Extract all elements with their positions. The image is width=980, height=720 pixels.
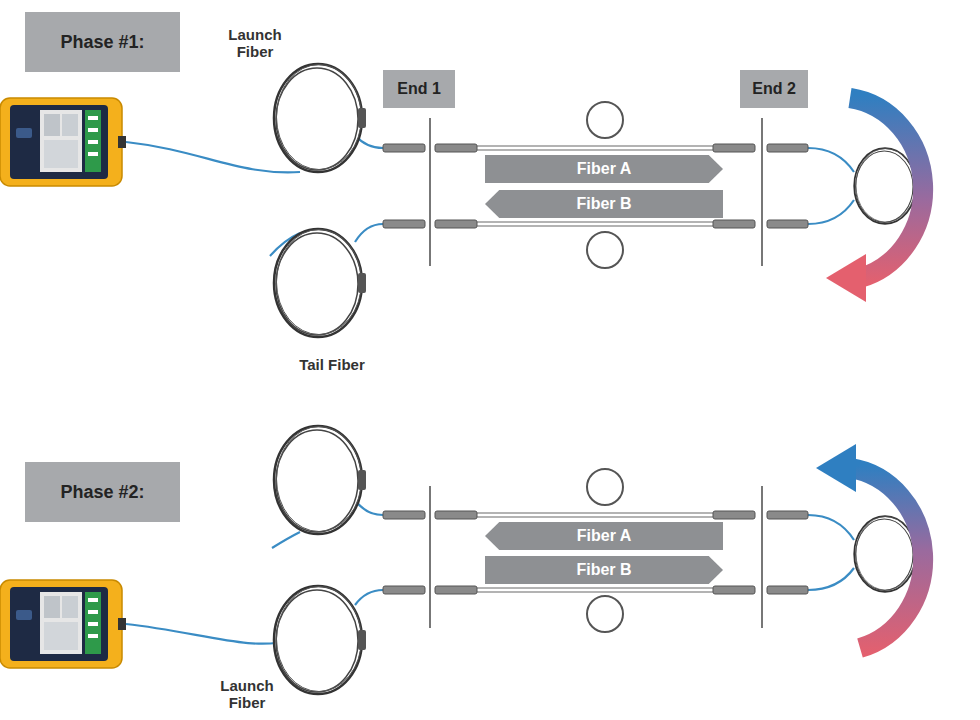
fiber-cable (808, 515, 854, 540)
patch-panel (587, 102, 623, 138)
patch-panel (383, 586, 425, 594)
arrow-outline (485, 190, 723, 218)
node-text: End 2 (752, 80, 796, 98)
launch-fiber-coil (274, 64, 366, 172)
fiber-cable (808, 200, 854, 224)
patch-panel (713, 586, 755, 594)
patch-panel (477, 149, 713, 151)
node-text: Phase #1: (60, 32, 144, 53)
patch-panel (383, 511, 425, 519)
fiber-label: Launch Fiber (214, 677, 280, 712)
fiber-arrow: Fiber A (485, 155, 723, 183)
patch-panel (435, 144, 477, 152)
patch-panel (767, 586, 808, 594)
patch-panel (477, 516, 713, 518)
end-box: End 2 (740, 70, 808, 108)
patch-panel (587, 232, 623, 268)
node-text: Fiber B (576, 195, 631, 213)
node-text: Phase #2: (60, 482, 144, 503)
fiber-label: Launch Fiber (222, 26, 288, 61)
patch-panel (587, 596, 623, 632)
direction-arrow (826, 254, 866, 302)
patch-panel (429, 486, 431, 628)
fiber-cable (808, 568, 854, 590)
patch-panel (383, 220, 425, 228)
fiber-arrow: Fiber B (485, 190, 723, 218)
patch-panel (767, 144, 808, 152)
tail-fiber-coil (274, 426, 366, 534)
node-text: Fiber A (577, 527, 632, 545)
patch-panel (477, 221, 713, 223)
patch-panel (435, 220, 477, 228)
patch-panel (477, 587, 713, 589)
node-text: Fiber B (576, 561, 631, 579)
fiber-cable (126, 624, 292, 644)
direction-arrow (850, 98, 923, 278)
patch-panel (383, 511, 808, 594)
phase-box: Phase #1: (25, 12, 180, 72)
fiber-cable (126, 500, 854, 644)
patch-panel (383, 102, 808, 268)
phase-box: Phase #2: (25, 462, 180, 522)
fiber-cable (355, 224, 383, 242)
patch-panel (587, 469, 623, 505)
patch-panel (713, 220, 755, 228)
launch-fiber-coil (274, 586, 366, 694)
fiber-cable (808, 148, 854, 172)
patch-panel (383, 144, 808, 228)
direction-arrow (816, 444, 856, 492)
fiber-label: Tail Fiber (282, 356, 382, 373)
patch-panel (383, 144, 425, 152)
arrow-outline (485, 155, 723, 183)
fiber-cable (126, 142, 300, 172)
tail-fiber-coil (274, 229, 366, 337)
fiber-arrow: Fiber A (485, 522, 723, 550)
patch-panel (713, 511, 755, 519)
patch-panel (435, 511, 477, 519)
direction-arrow (850, 468, 923, 648)
direction-arrow (826, 98, 923, 302)
arrow-outline (485, 522, 723, 550)
fiber-cable (272, 532, 300, 548)
patch-panel (713, 144, 755, 152)
patch-panel (477, 225, 713, 227)
patch-panel (383, 469, 808, 632)
node-text: Fiber A (577, 160, 632, 178)
direction-arrow (816, 444, 923, 648)
node-text: End 1 (397, 80, 441, 98)
patch-panel (761, 486, 763, 628)
fiber-cable (126, 135, 854, 256)
otdr-tester (0, 580, 126, 668)
patch-panel (761, 118, 763, 266)
fiber-cable (355, 590, 383, 605)
arrow-outline (485, 556, 723, 584)
end-box: End 1 (383, 70, 455, 108)
otdr-tester (0, 98, 126, 186)
patch-panel (477, 512, 713, 514)
fiber-arrow: Fiber B (485, 556, 723, 584)
patch-panel (477, 591, 713, 593)
patch-panel (435, 586, 477, 594)
patch-panel (477, 145, 713, 147)
patch-panel (767, 220, 808, 228)
patch-panel (767, 511, 808, 519)
patch-panel (429, 118, 431, 266)
